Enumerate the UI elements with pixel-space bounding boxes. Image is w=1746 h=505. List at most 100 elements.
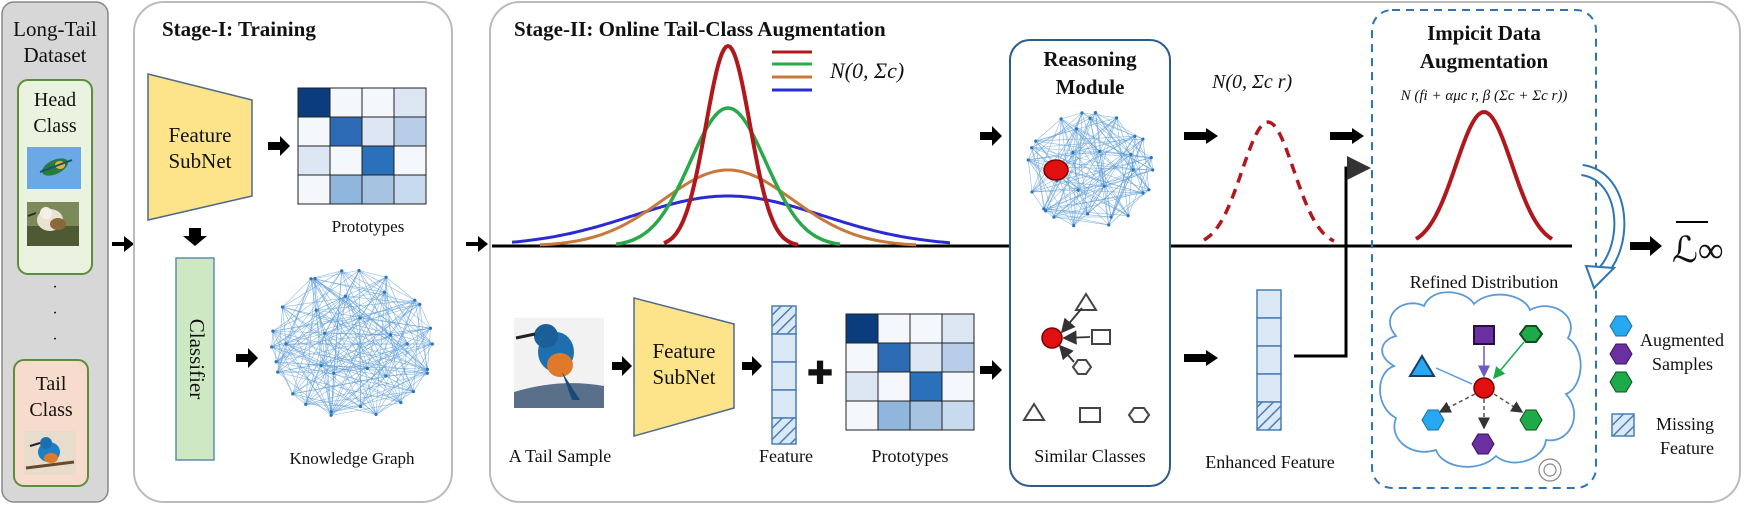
stage1-subnet-label-2: SubNet (169, 149, 232, 173)
legend-missing-2: Feature (1660, 438, 1714, 458)
stage2-legend-formula: N(0, Σc) (829, 58, 904, 83)
stage1-prototype-matrix (297, 87, 427, 205)
arrow-prototypes-to-reasoning (980, 360, 1002, 380)
stage1-knowledge-graph (270, 268, 434, 417)
gaussian-reasoned-dashed (1203, 120, 1335, 243)
implicit-augmentation-panel: Impicit Data Augmentation N (fi + αμc r,… (1371, 9, 1626, 489)
stage1-subnet-label-1: Feature (169, 123, 232, 147)
arrow-subnet-to-classifier (183, 228, 207, 246)
reasoned-formula: N(0, Σc r) (1211, 71, 1293, 93)
subgraph-center-node (1041, 327, 1063, 349)
implicit-formula: N (fi + αμc r, β (Σc + Σc r)) (1400, 88, 1568, 104)
arrow-sample-to-subnet (612, 356, 632, 376)
legend-hex-green (1609, 371, 1633, 393)
edge-tri-center (1435, 367, 1473, 385)
stage1-prototypes-label: Prototypes (332, 217, 405, 236)
arrow-reasoning-to-enhanced (1184, 350, 1218, 366)
legend-augmented-2: Samples (1652, 354, 1713, 374)
implicit-title-2: Augmentation (1420, 49, 1549, 73)
stage1-feature-subnet (147, 73, 253, 221)
edge-center-aug3 (1493, 393, 1524, 413)
refined-center-node (1473, 377, 1495, 399)
head-class-label-1: Head (34, 89, 76, 111)
stage2-prototype-matrix (845, 313, 975, 431)
subgraph-hexagon (1071, 359, 1093, 375)
gaussian-implicit (1414, 109, 1554, 241)
edge-triangle-center (1060, 307, 1083, 334)
plus-sign: ✚ (807, 355, 834, 391)
arrow-enhanced-to-implicit (1294, 156, 1371, 358)
subgraph-triangle (1074, 292, 1098, 311)
similar-hexagon (1127, 407, 1151, 423)
legend-missing-swatch (1611, 413, 1635, 437)
gaussian-orange (539, 168, 917, 247)
stage2-feature-label: Feature (759, 446, 813, 466)
dots-2: · (52, 305, 57, 322)
enhanced-feature-label: Enhanced Feature (1205, 452, 1334, 472)
gaussian-green (615, 106, 841, 246)
stage2-subnet-label-1: Feature (653, 339, 716, 363)
stage1-graph-label: Knowledge Graph (289, 449, 415, 468)
cloud-tail-circle-inner (1543, 463, 1557, 477)
stage2-feature-subnet (633, 297, 735, 437)
stage2-title: Stage-II: Online Tail-Class Augmentation (514, 17, 886, 41)
gaussian-blue (511, 194, 951, 245)
subgraph-square (1091, 329, 1111, 345)
tail-sample-image (514, 318, 604, 408)
stage2-panel: Stage-II: Online Tail-Class Augmentation… (489, 1, 1741, 503)
refined-distribution-label: Refined Distribution (1410, 272, 1558, 292)
head-bird-image-2 (27, 202, 79, 246)
legend-hex-cyan (1609, 315, 1633, 337)
legend-missing-1: Missing (1656, 414, 1714, 434)
arrow-subnet-to-prototypes (268, 136, 290, 156)
enhanced-feature-vector (1256, 289, 1282, 431)
stage1-panel: Stage-I: Training Feature SubNet Prototy… (133, 1, 453, 503)
implicit-title-1: Impicit Data (1427, 21, 1541, 45)
legend-augmented-1: Augmented (1640, 330, 1724, 350)
dots-3: · (52, 331, 57, 348)
stage1-classifier-label: Classifier (185, 319, 209, 399)
tail-class-label-1: Tail (36, 373, 67, 395)
reasoning-graph (1026, 111, 1155, 228)
stage2-feature-vector (771, 305, 797, 445)
curved-arrow-head (1584, 264, 1617, 290)
tail-class-label-2: Class (29, 399, 73, 421)
augmented-sample-green (1519, 409, 1543, 431)
refined-hexagon (1518, 325, 1544, 343)
reasoning-graph-center-node (1043, 159, 1069, 181)
arrow-dist-to-implicit (1330, 128, 1364, 144)
loss-symbol: ℒ∞ (1672, 230, 1724, 270)
arrow-subnet-to-feature (742, 356, 762, 376)
edge-hex-center-refined (1493, 341, 1525, 380)
legend-hex-purple (1609, 343, 1633, 365)
tail-bird-image (24, 431, 76, 475)
arrow-stage1-to-stage2 (466, 236, 488, 252)
arrow-dataset-to-stage1 (112, 236, 134, 252)
reasoning-title-2: Module (1056, 75, 1125, 99)
arrow-classifier-to-graph (236, 348, 258, 368)
augmented-sample-cyan (1421, 409, 1445, 431)
reasoning-module: Reasoning Module Similar Classes (1009, 39, 1171, 487)
arrow-reasoning-to-dist (1184, 128, 1218, 144)
reasoning-title-1: Reasoning (1043, 47, 1137, 71)
head-class-label-2: Class (33, 115, 77, 137)
edge-square-center (1062, 330, 1091, 345)
refined-square (1473, 325, 1495, 345)
dataset-title-1: Long-Tail (13, 17, 97, 41)
stage1-title: Stage-I: Training (162, 17, 316, 41)
stage2-subnet-label-2: SubNet (653, 365, 716, 389)
similar-triangle (1022, 402, 1046, 421)
dataset-panel: Long-Tail Dataset Head Class · · · Tail … (1, 1, 109, 503)
dots-1: · (52, 279, 57, 296)
implicit-panel-border (1371, 9, 1597, 489)
edge-hexagon-center (1058, 344, 1075, 363)
dataset-title-2: Dataset (24, 43, 87, 67)
tail-sample-label: A Tail Sample (509, 446, 611, 466)
augmented-sample-purple (1471, 433, 1495, 455)
gaussian-red (663, 43, 799, 247)
curved-arrow-inner (1581, 166, 1624, 277)
stage2-prototypes-label: Prototypes (871, 446, 948, 466)
arrow-to-loss (1630, 236, 1662, 256)
arrow-gauss-to-reasoning (980, 126, 1002, 146)
stage1-classifier (175, 257, 215, 461)
